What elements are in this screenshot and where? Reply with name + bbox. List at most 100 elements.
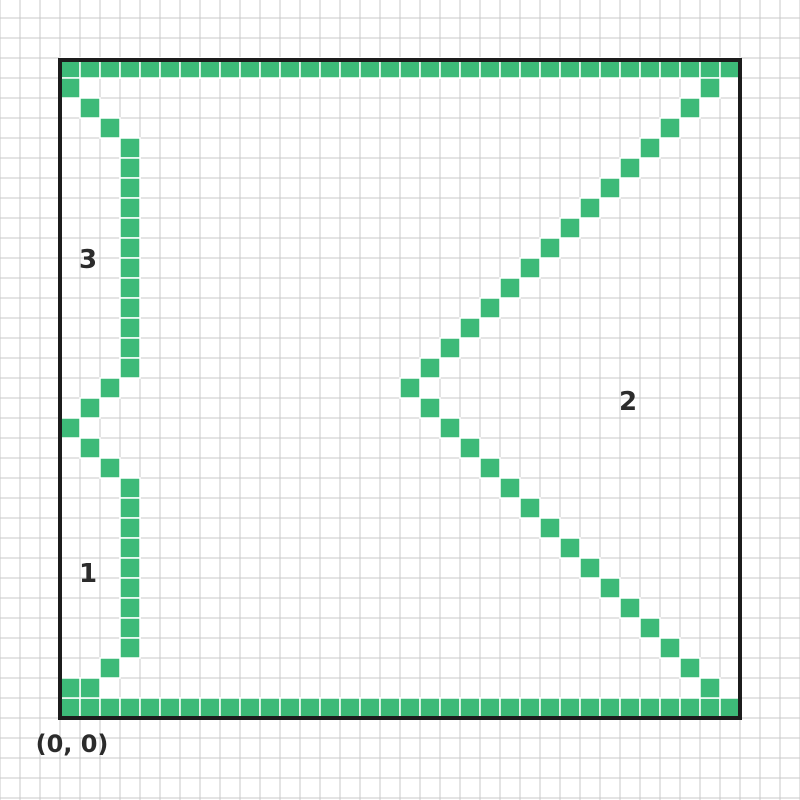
filled-cell (539, 517, 561, 539)
filled-cell (419, 697, 441, 719)
filled-cell (559, 217, 581, 239)
frame-border (58, 58, 742, 720)
filled-cell (319, 697, 341, 719)
filled-cell (119, 517, 141, 539)
filled-cell (659, 697, 681, 719)
filled-cell (439, 697, 461, 719)
filled-cell (99, 117, 121, 139)
filled-cell (599, 577, 621, 599)
filled-cell (139, 697, 161, 719)
filled-cell (479, 697, 501, 719)
filled-cell (699, 677, 721, 699)
filled-cell (79, 397, 101, 419)
filled-cell (559, 697, 581, 719)
filled-cell (559, 537, 581, 559)
filled-cell (599, 697, 621, 719)
filled-cell (459, 437, 481, 459)
filled-cell (359, 697, 381, 719)
filled-cell (59, 677, 81, 699)
filled-cell (119, 217, 141, 239)
filled-cell (499, 697, 521, 719)
filled-cell (619, 597, 641, 619)
filled-cell (499, 277, 521, 299)
filled-cell (99, 457, 121, 479)
filled-cell (259, 697, 281, 719)
filled-cell (679, 657, 701, 679)
filled-cell (679, 97, 701, 119)
filled-cell (119, 277, 141, 299)
filled-cell (499, 477, 521, 499)
filled-cell (599, 177, 621, 199)
filled-cell (679, 697, 701, 719)
filled-cell (619, 157, 641, 179)
filled-cell (439, 337, 461, 359)
filled-cell (699, 697, 721, 719)
filled-cell (659, 117, 681, 139)
filled-cell (119, 137, 141, 159)
filled-cell (59, 697, 81, 719)
filled-cell (539, 237, 561, 259)
filled-cell (119, 597, 141, 619)
filled-cell (519, 257, 541, 279)
filled-cell (119, 577, 141, 599)
filled-cell (419, 397, 441, 419)
filled-cell (459, 697, 481, 719)
region-label-2: 2 (619, 387, 637, 417)
filled-cell (119, 357, 141, 379)
filled-cell (639, 697, 661, 719)
filled-cell (79, 697, 101, 719)
filled-cell (479, 457, 501, 479)
filled-cell (119, 297, 141, 319)
filled-cell (119, 697, 141, 719)
filled-cell (119, 257, 141, 279)
filled-cell (79, 437, 101, 459)
filled-cell (659, 637, 681, 659)
filled-cell (79, 97, 101, 119)
filled-cell (79, 677, 101, 699)
filled-cell (119, 197, 141, 219)
filled-cell (519, 697, 541, 719)
filled-cell (119, 317, 141, 339)
filled-cell (219, 697, 241, 719)
filled-cell (699, 77, 721, 99)
filled-cell (59, 77, 81, 99)
filled-cell (119, 157, 141, 179)
filled-cell (99, 377, 121, 399)
filled-cell (179, 697, 201, 719)
filled-cell (479, 297, 501, 319)
filled-cell (99, 697, 121, 719)
filled-cell (119, 337, 141, 359)
filled-cell (99, 657, 121, 679)
filled-cell (239, 697, 261, 719)
filled-cell (579, 197, 601, 219)
filled-cell (399, 697, 421, 719)
filled-cell (159, 697, 181, 719)
filled-cell (119, 537, 141, 559)
filled-cell (579, 557, 601, 579)
filled-cell (119, 617, 141, 639)
filled-cell (719, 697, 741, 719)
filled-cell (119, 177, 141, 199)
filled-cell (519, 497, 541, 519)
filled-cell (579, 697, 601, 719)
filled-cell (119, 637, 141, 659)
filled-cell (399, 377, 421, 399)
filled-cell (59, 417, 81, 439)
filled-cell (639, 137, 661, 159)
filled-cell (639, 617, 661, 639)
region-label-1: 1 (79, 559, 97, 589)
region-label-3: 3 (79, 245, 97, 275)
origin-label: (0, 0) (36, 730, 109, 758)
filled-cell (279, 697, 301, 719)
filled-cell (419, 357, 441, 379)
filled-cell (119, 557, 141, 579)
filled-cell (379, 697, 401, 719)
filled-cell (539, 697, 561, 719)
filled-cell (439, 417, 461, 439)
filled-cell (459, 317, 481, 339)
filled-cell (119, 497, 141, 519)
filled-cell (199, 697, 221, 719)
filled-cell (119, 237, 141, 259)
